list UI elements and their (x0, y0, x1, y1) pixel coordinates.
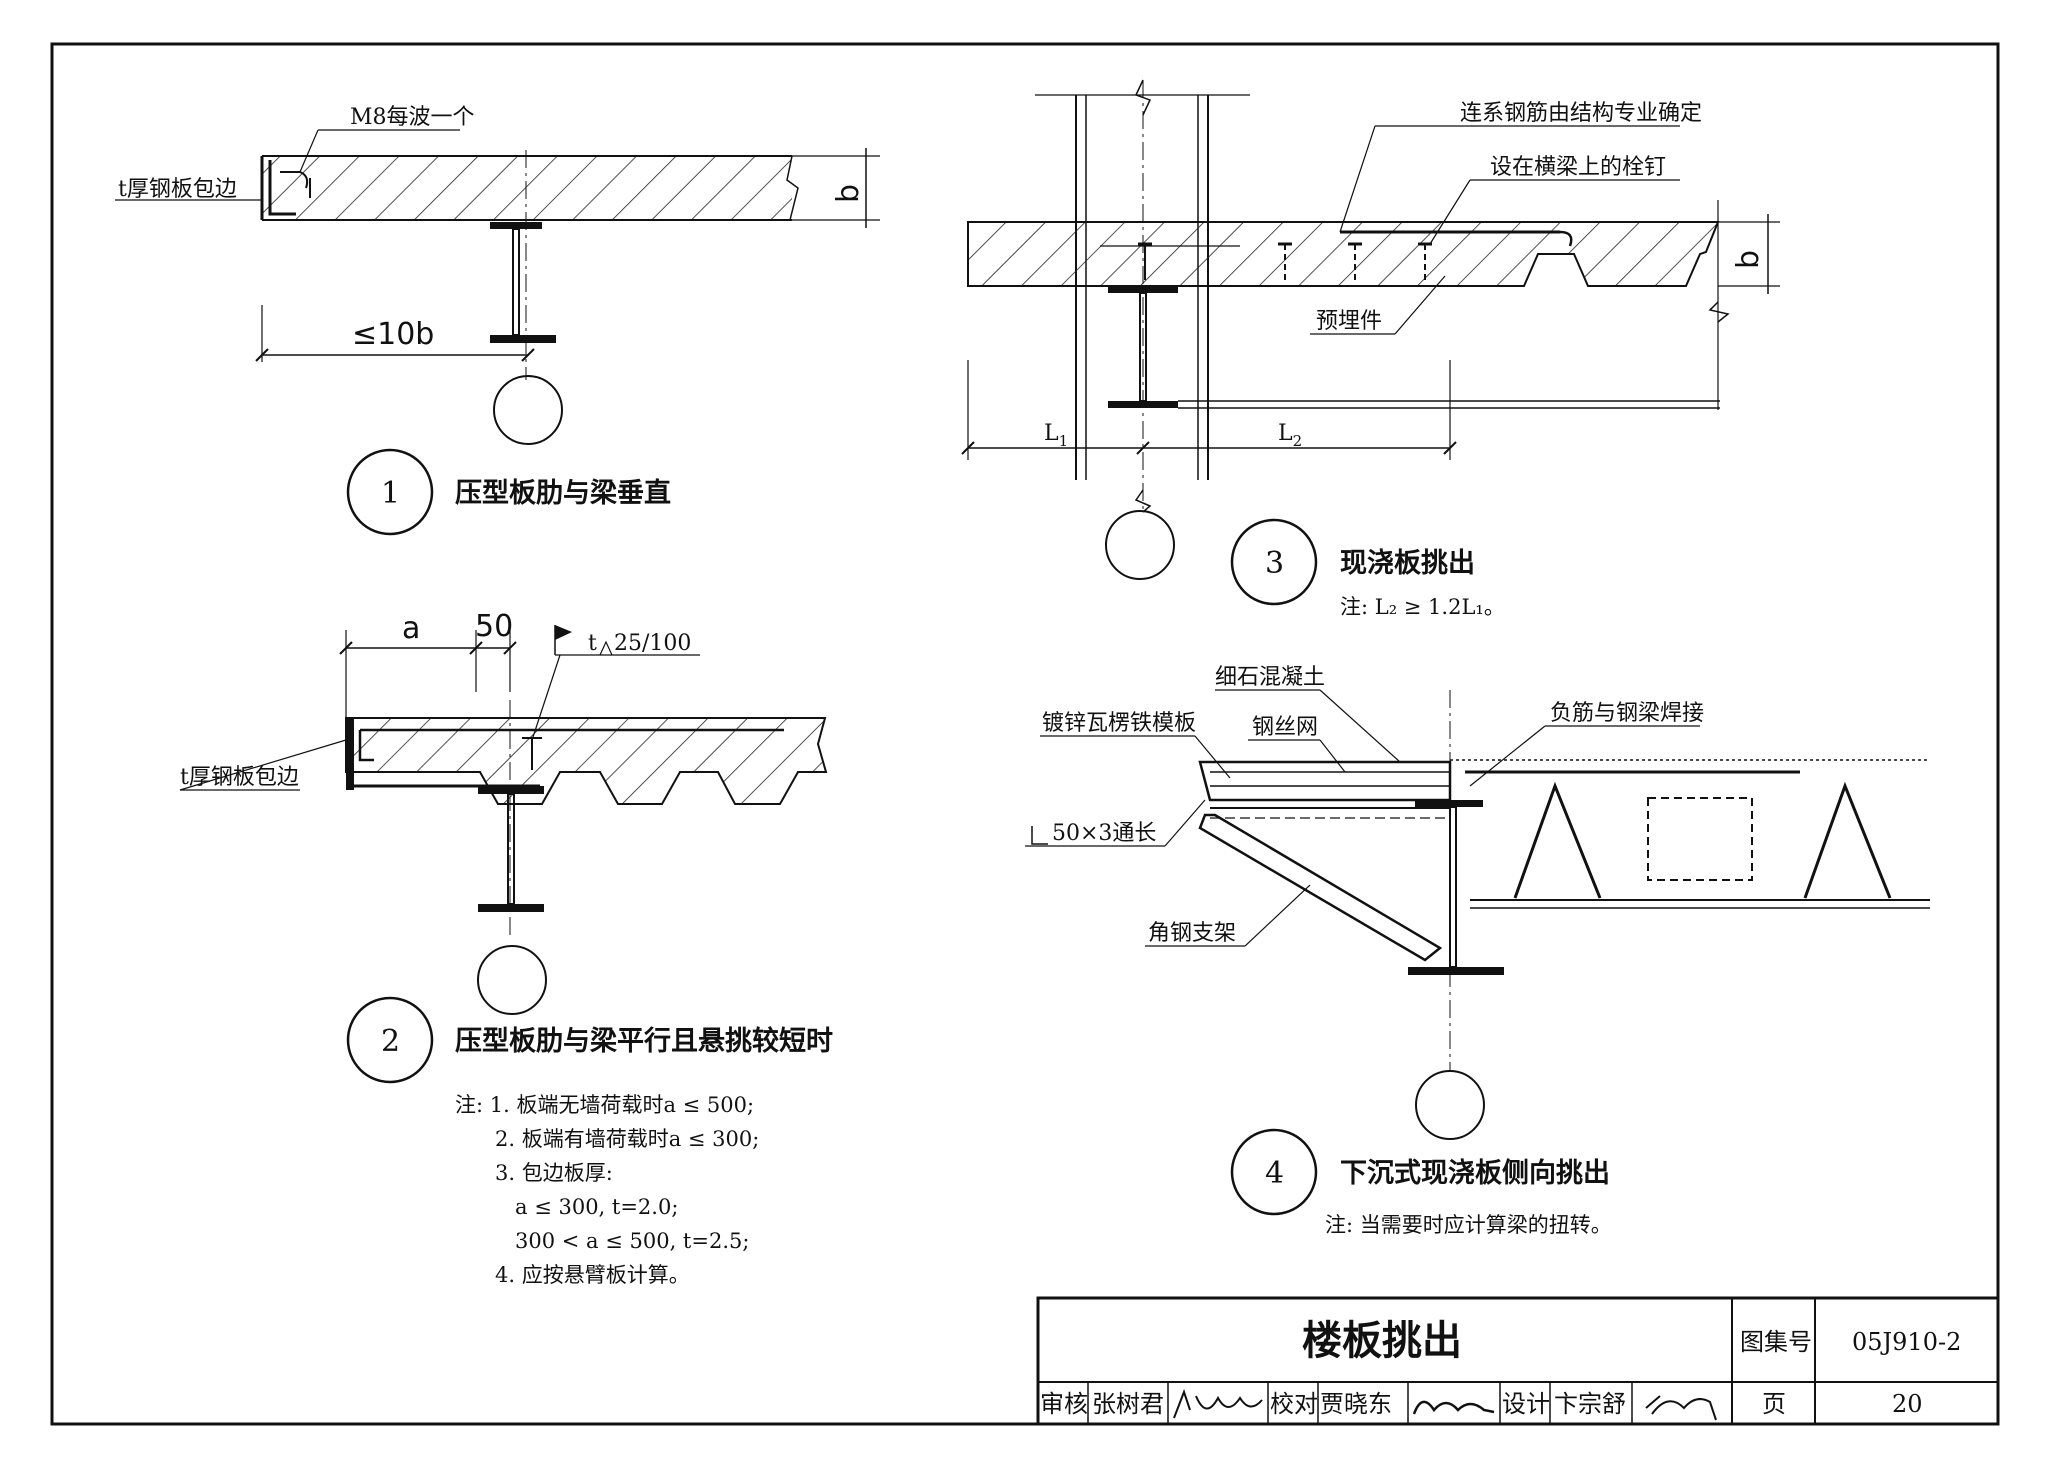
steel-i-beam (490, 222, 556, 343)
concrete-label: 细石混凝土 (1215, 665, 1325, 690)
dimension-span (255, 305, 535, 362)
sheet-border (50, 42, 2000, 1426)
edge-label: t厚钢板包边 (180, 765, 299, 790)
dim-b-label: b (1731, 250, 1766, 269)
notes-list: 注: 1. 板端无墙荷载时a ≤ 500; 2. 板端有墙荷载时a ≤ 300;… (455, 1093, 759, 1287)
title-block: 楼板挑出 图集号 05J910-2 页 20 审核 张树君 校对 贾晓东 设计 … (1036, 1296, 2000, 1426)
page-number: 20 (1892, 1390, 1923, 1418)
steel-beam (1408, 800, 1504, 975)
mesh-label: 钢丝网 (1252, 715, 1318, 740)
angle-bracket (1198, 813, 1443, 962)
checker-signature (1412, 1400, 1495, 1415)
atlas-label: 图集号 (1740, 1328, 1812, 1356)
note-line: 注: L₂ ≥ 1.2L₁。 (1340, 595, 1505, 619)
dimension-a (339, 630, 517, 718)
steel-i-beam (478, 786, 544, 912)
designer-signature (1645, 1395, 1717, 1421)
weld-flag (531, 625, 700, 741)
detail-1: b ≤10b M8每波一个 t厚钢板包边 1 压型板肋与梁垂直 (115, 105, 880, 536)
detail-number: 2 (381, 1024, 400, 1059)
note-line: 2. 板端有墙荷载时a ≤ 300; (495, 1127, 759, 1151)
drawing-title: 楼板挑出 (1302, 1318, 1462, 1364)
page-label: 页 (1762, 1390, 1786, 1418)
note-line: 300 < a ≤ 500, t=2.5; (515, 1229, 749, 1253)
detail-number: 1 (381, 476, 400, 511)
L1-label: L1 (1044, 421, 1068, 450)
slab-section (260, 155, 799, 221)
weld-spec-label: 25/100 (614, 631, 691, 656)
column (1035, 94, 1250, 480)
review-label: 审核 (1040, 1390, 1088, 1418)
bracket-label: 角钢支架 (1148, 921, 1236, 946)
reviewer-name: 张树君 (1092, 1390, 1164, 1418)
axis-bubble (1415, 1070, 1485, 1140)
embed-label: 预埋件 (1316, 309, 1382, 334)
reviewer-signature (1173, 1389, 1263, 1419)
axis-bubble (1105, 510, 1175, 580)
note-line: 注: 1. 板端无墙荷载时a ≤ 500; (455, 1093, 754, 1117)
deck-slab-section (345, 717, 828, 805)
detail-number-circle (346, 996, 434, 1084)
dimension-L (961, 360, 1457, 460)
dim-50-label: 50 (475, 609, 513, 644)
dimension-b (1718, 214, 1780, 294)
detail-title: 下沉式现浇板侧向挑出 (1340, 1157, 1610, 1189)
steel-beam (1108, 286, 1720, 409)
angle-label: 50×3通长 (1052, 821, 1156, 846)
detail-title: 现浇板挑出 (1340, 548, 1475, 579)
detail-number: 3 (1265, 546, 1284, 581)
axis-bubble (493, 375, 563, 445)
sunken-slab (1198, 760, 1452, 819)
axis-bubble (477, 945, 547, 1015)
dim-b-label: b (831, 184, 866, 203)
shear-studs (1138, 242, 1432, 280)
note-line: 4. 应按悬臂板计算。 (495, 1263, 690, 1287)
dimension-b (792, 148, 880, 228)
detail-number-circle (346, 448, 434, 536)
L2-label: L2 (1278, 421, 1302, 450)
edge-label: t厚钢板包边 (118, 177, 237, 202)
detail-4: 细石混凝土 镀锌瓦楞铁模板 钢丝网 负筋与钢梁焊接 50×3通长 角钢支架 4 … (1025, 665, 1930, 1237)
deck-label: 镀锌瓦楞铁模板 (1042, 711, 1196, 736)
detail-2: a 50 t 25/100 t厚钢板包边 2 压型板肋与梁平行且悬挑较短时 注:… (179, 609, 833, 1287)
weld-t-label: t (588, 631, 597, 656)
concrete-slab (1450, 759, 1930, 909)
checker-name: 贾晓东 (1320, 1390, 1392, 1418)
note-line: a ≤ 300, t=2.0; (515, 1195, 678, 1219)
weld-rebar-label: 负筋与钢梁焊接 (1550, 701, 1704, 726)
detail-title: 压型板肋与梁垂直 (455, 478, 671, 509)
slab-section (967, 221, 1720, 287)
detail-number-circle (1230, 1128, 1318, 1216)
bolt-label: M8每波一个 (350, 105, 475, 130)
detail-3: b L1 L2 连系钢筋由结构专业确定 设在横梁上的栓钉 预埋件 3 现浇板挑出… (961, 79, 1780, 619)
note-line: 3. 包边板厚: (495, 1161, 613, 1185)
designer-name: 卞宗舒 (1554, 1390, 1626, 1418)
dim-a-label: a (402, 611, 420, 646)
atlas-number: 05J910-2 (1852, 1328, 1961, 1356)
detail-number: 4 (1265, 1156, 1284, 1191)
note-line: 注: 当需要时应计算梁的扭转。 (1325, 1213, 1612, 1237)
check-label: 校对 (1270, 1390, 1318, 1418)
detail-number-circle (1230, 518, 1318, 606)
design-label: 设计 (1502, 1390, 1550, 1418)
detail-title: 压型板肋与梁平行且悬挑较短时 (455, 1025, 833, 1057)
stud-label: 设在横梁上的栓钉 (1490, 155, 1666, 180)
rebar-label: 连系钢筋由结构专业确定 (1460, 101, 1702, 126)
dim-span-label: ≤10b (352, 317, 434, 352)
